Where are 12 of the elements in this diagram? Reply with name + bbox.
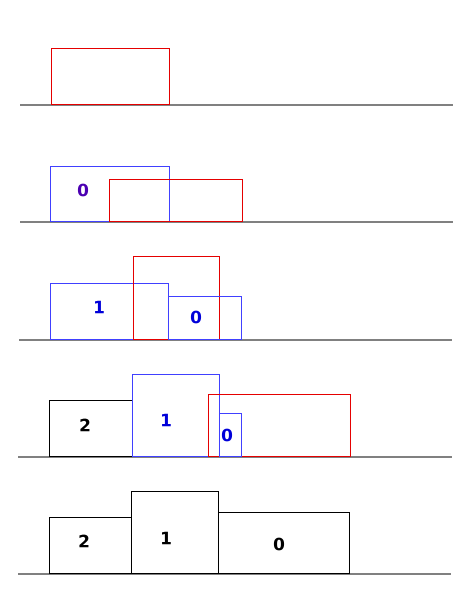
building-box: 0 (50, 166, 170, 222)
building-box: 0 (168, 296, 242, 340)
building-box: 2 (49, 400, 133, 457)
building-box: 1 (132, 374, 220, 457)
outline-box (109, 179, 243, 222)
outline-box (133, 256, 220, 340)
outline-box (208, 394, 351, 457)
building-box: 0 (218, 512, 350, 574)
outline-box (51, 48, 170, 105)
building-box: 2 (49, 517, 132, 574)
building-box: 1 (131, 491, 219, 574)
building-box: 1 (50, 283, 169, 340)
